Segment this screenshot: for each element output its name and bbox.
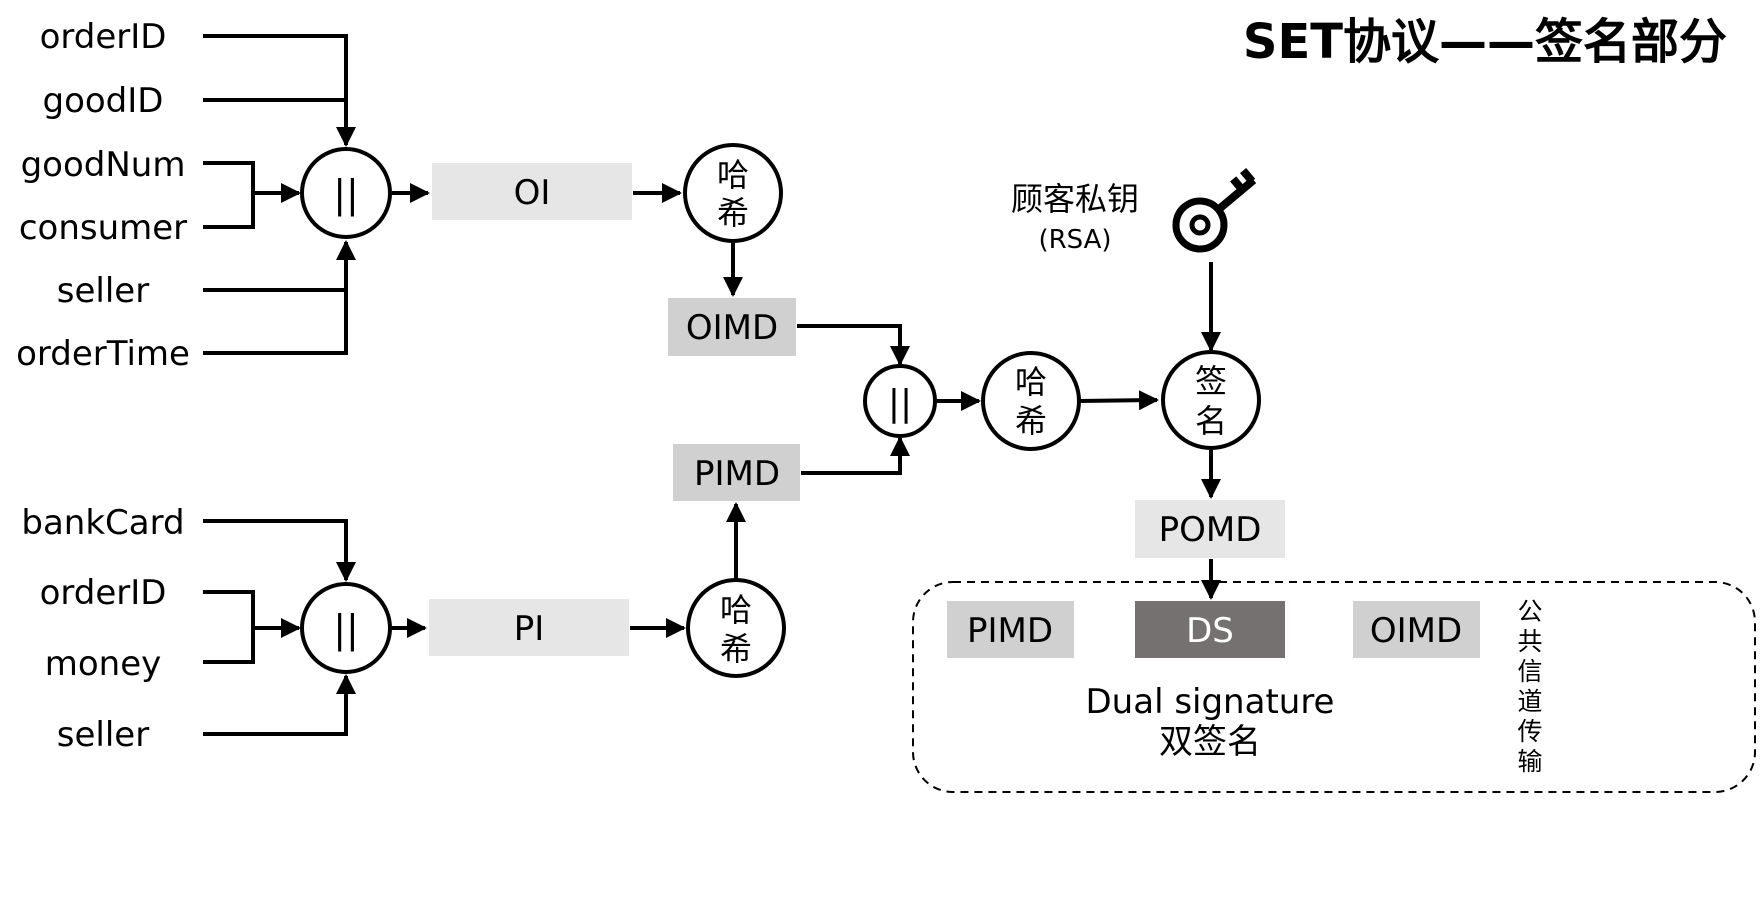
bottom-input-connectors [203, 519, 356, 736]
top-inputs: orderID goodID goodNum consumer seller o… [16, 17, 190, 374]
concat-symbol-top: || [333, 172, 359, 217]
top-input-connectors [203, 34, 356, 355]
channel-char-3: 信 [1517, 657, 1542, 686]
input-good-id: goodID [43, 81, 164, 121]
pomd-box [1135, 500, 1285, 558]
concat-circle-top [300, 147, 392, 239]
sign-char2: 名 [1195, 402, 1227, 440]
pimd-out-box [947, 601, 1074, 658]
oimd-label: OIMD [686, 308, 778, 348]
input-consumer: consumer [19, 208, 187, 248]
input-seller-bottom: seller [57, 715, 149, 755]
pimd-out-label: PIMD [967, 611, 1053, 651]
hash-middle-char1: 哈 [1015, 363, 1047, 401]
oi-label: OI [514, 173, 551, 213]
sign-circle [1161, 350, 1261, 450]
public-channel-container [912, 581, 1756, 793]
pimd-box [673, 444, 800, 501]
channel-char-1: 公 [1517, 597, 1542, 626]
concat-circle-bottom [300, 582, 392, 674]
hash-bottom-char2: 希 [720, 630, 752, 668]
oimd-out-box [1353, 601, 1480, 658]
sign-char1: 签 [1195, 362, 1227, 400]
hash-circle-top [683, 143, 783, 243]
ds-box [1135, 601, 1285, 658]
channel-char-2: 共 [1517, 627, 1542, 656]
key-icon [1172, 167, 1257, 253]
hash-top-char1: 哈 [717, 156, 749, 194]
input-order-id: orderID [40, 17, 167, 57]
channel-char-4: 道 [1517, 687, 1542, 716]
input-order-id-bottom: orderID [40, 573, 167, 613]
input-money: money [45, 644, 162, 684]
hash-circle-middle [981, 351, 1081, 451]
channel-char-5: 传 [1517, 717, 1542, 746]
customer-private-key-label: 顾客私钥 [1011, 180, 1139, 218]
oi-box [432, 163, 632, 220]
hash-top-char2: 希 [717, 194, 749, 232]
oimd-out-label: OIMD [1370, 611, 1462, 651]
input-order-time: orderTime [16, 334, 190, 374]
hash-circle-bottom [686, 578, 786, 678]
channel-char-6: 输 [1517, 747, 1542, 776]
input-good-num: goodNum [21, 145, 186, 185]
bottom-inputs: bankCard orderID money seller [21, 503, 184, 755]
dual-signature-en: Dual signature [1086, 682, 1335, 722]
oimd-box [668, 298, 796, 356]
pi-label: PI [514, 609, 545, 649]
pimd-label: PIMD [694, 454, 780, 494]
input-bank-card: bankCard [21, 503, 184, 543]
rsa-label: (RSA) [1038, 225, 1111, 255]
pomd-label: POMD [1159, 510, 1262, 550]
ds-label: DS [1186, 611, 1234, 651]
input-seller: seller [57, 271, 149, 311]
public-channel-label: 公 共 信 道 传 输 [1517, 597, 1542, 776]
concat-symbol-middle: || [888, 383, 912, 424]
pi-box [429, 599, 629, 656]
hash-bottom-char1: 哈 [720, 591, 752, 629]
dual-signature-zh: 双签名 [1159, 722, 1261, 762]
hash-middle-char2: 希 [1015, 402, 1047, 440]
page-title: SET协议——签名部分 [1243, 14, 1727, 70]
concat-symbol-bottom: || [333, 607, 359, 652]
